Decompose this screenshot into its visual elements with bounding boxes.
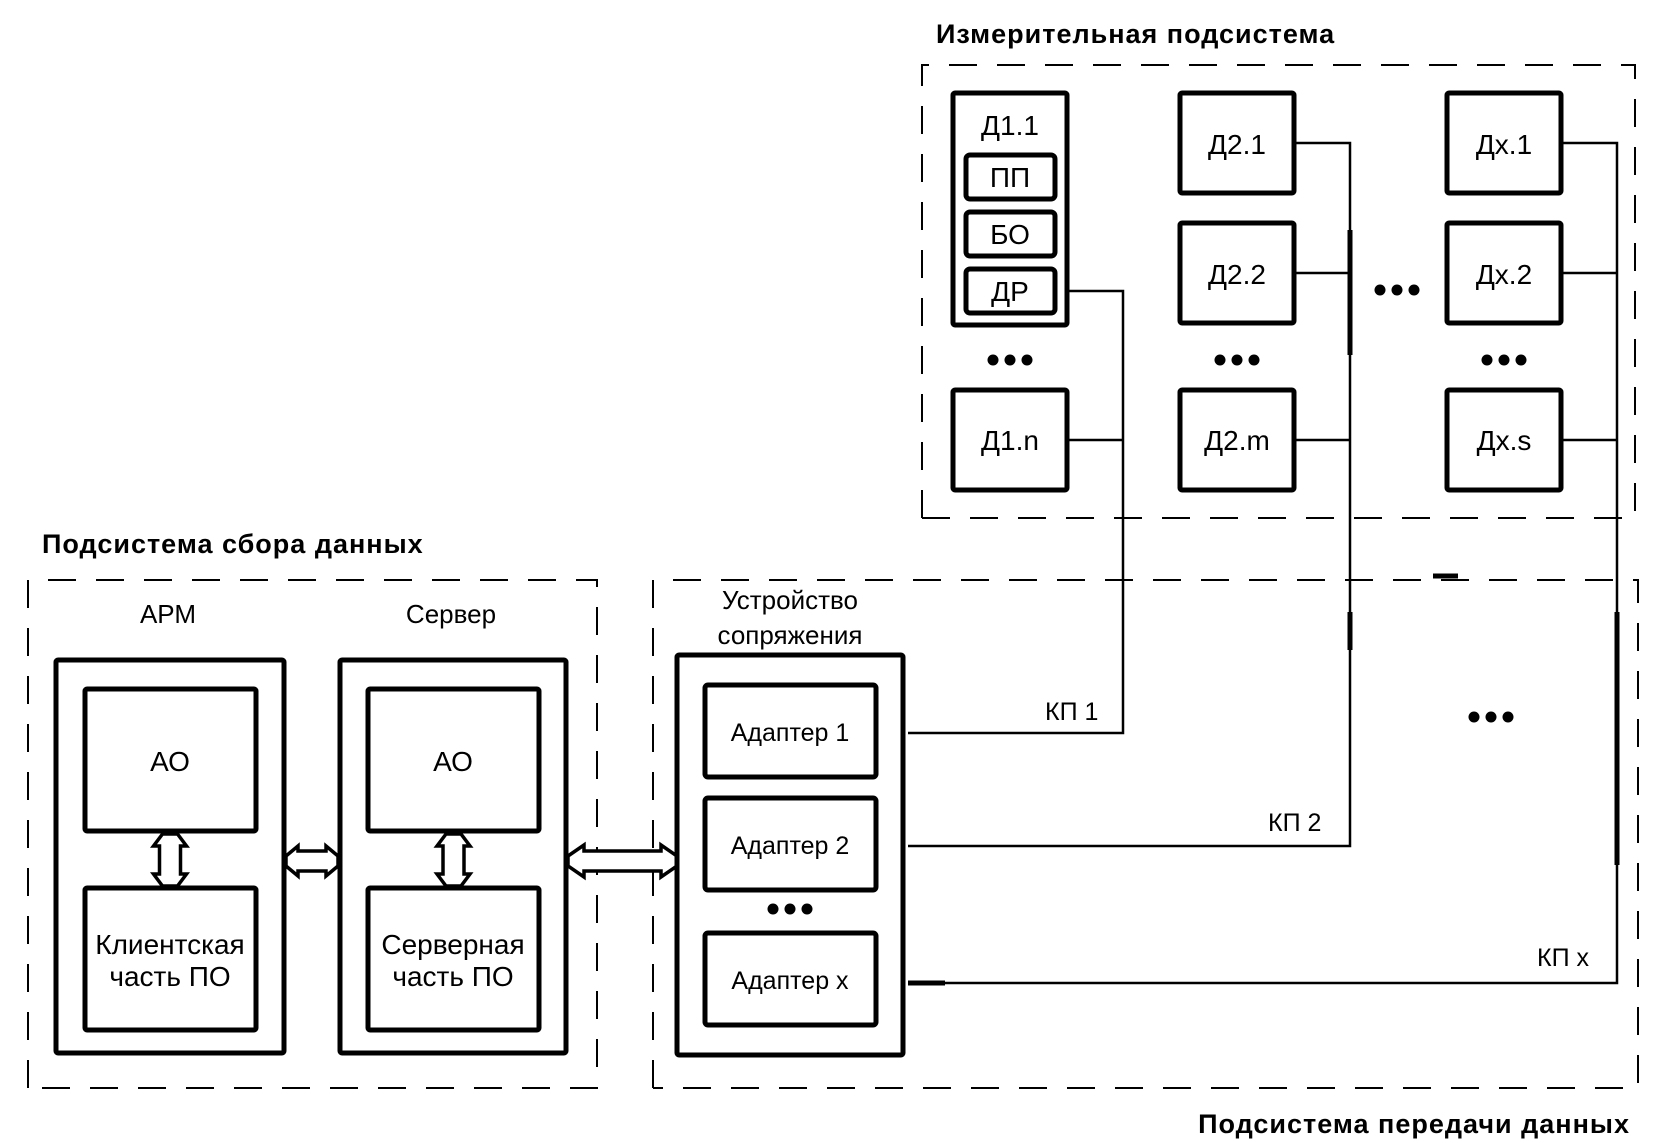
server-software-line2: часть ПО [392, 961, 513, 992]
adapter-1-label: Адаптер 1 [731, 719, 850, 747]
sensor-part-bo-label: БО [990, 219, 1030, 250]
sensor-dx-2-label: Дх.2 [1476, 259, 1532, 290]
workstation-ao-block [82, 686, 259, 834]
server-software-block [365, 885, 542, 1033]
adapter-x-label: Адаптер x [731, 967, 849, 995]
interface-device-title-line2: сопряжения [718, 620, 863, 650]
bidirectional-arrow-icon [433, 832, 474, 888]
workstation-block: АО Клиентская часть ПО [53, 657, 287, 1056]
sensor-part-pp [963, 152, 1058, 202]
collection-subsystem-title: Подсистема сбора данных [42, 529, 424, 559]
ellipsis-d1 [987, 354, 1033, 366]
interface-device-title-line1: Устройство [722, 585, 858, 615]
workstation-software-line2: часть ПО [109, 961, 230, 992]
sensor-part-dr [963, 266, 1058, 316]
sensor-d1-1-label: Д1.1 [981, 110, 1039, 141]
sensor-d1-n-label: Д1.n [981, 425, 1039, 456]
server-software-line1: Серверная [381, 929, 524, 960]
sensor-d2-1-label: Д2.1 [1208, 129, 1266, 160]
channel-x-label: КП x [1537, 944, 1589, 972]
server-ao-block [365, 686, 542, 834]
channel-x-line [908, 141, 1619, 985]
adapter-1 [702, 682, 879, 780]
channel-1-line [908, 289, 1125, 735]
transmission-subsystem-boundary [652, 579, 1639, 1089]
ellipsis-between-groups [1374, 284, 1420, 296]
server-ao-label: АО [433, 746, 473, 777]
ellipsis-dx [1481, 354, 1527, 366]
transmission-subsystem-title: Подсистема передачи данных [1198, 1109, 1630, 1139]
workstation-ao-label: АО [150, 746, 190, 777]
sensor-d2-1: Д2.1 [1177, 90, 1297, 196]
channel-2-label: КП 2 [1268, 809, 1321, 837]
sensor-d1-1: Д1.1 ПП БО ДР [950, 90, 1070, 328]
channel-1-label: КП 1 [1045, 698, 1098, 726]
ellipsis-channels [1468, 711, 1514, 723]
server-interface-arrow-icon [566, 841, 679, 881]
sensor-dx-s-label: Дх.s [1477, 425, 1532, 456]
bidirectional-arrow-icon [150, 832, 190, 888]
server-block: АО Серверная часть ПО [337, 657, 569, 1056]
ellipsis-adapters [767, 903, 813, 915]
sensor-dx-2: Дх.2 [1444, 220, 1564, 326]
collection-subsystem-boundary [27, 579, 598, 1089]
measurement-subsystem-title: Измерительная подсистема [936, 19, 1335, 49]
workstation-software-block [82, 885, 259, 1033]
measurement-subsystem-boundary [921, 64, 1636, 519]
workstation-title: АРМ [140, 599, 196, 629]
ellipsis-d2 [1214, 354, 1260, 366]
sensor-d2-2-label: Д2.2 [1208, 259, 1266, 290]
sensor-part-pp-label: ПП [990, 162, 1030, 193]
sensor-d2-2: Д2.2 [1177, 220, 1297, 326]
sensor-part-dr-label: ДР [991, 276, 1029, 307]
adapter-2-label: Адаптер 2 [731, 832, 850, 860]
workstation-server-arrow-icon [284, 842, 340, 880]
sensor-d1-n: Д1.n [950, 387, 1070, 493]
interface-device-block: Адаптер 1 Адаптер 2 Адаптер x [674, 652, 906, 1058]
channel-2-line [908, 141, 1352, 848]
workstation-software-line1: Клиентская [95, 929, 244, 960]
sensor-part-bo [963, 209, 1058, 259]
sensor-dx-1: Дх.1 [1444, 90, 1564, 196]
adapter-2 [702, 795, 879, 893]
sensor-d2-m: Д2.m [1177, 387, 1297, 493]
server-title: Сервер [406, 599, 496, 629]
sensor-dx-1-label: Дх.1 [1476, 129, 1532, 160]
adapter-x [702, 930, 879, 1028]
sensor-dx-s: Дх.s [1444, 387, 1564, 493]
sensor-d2-m-label: Д2.m [1204, 425, 1270, 456]
